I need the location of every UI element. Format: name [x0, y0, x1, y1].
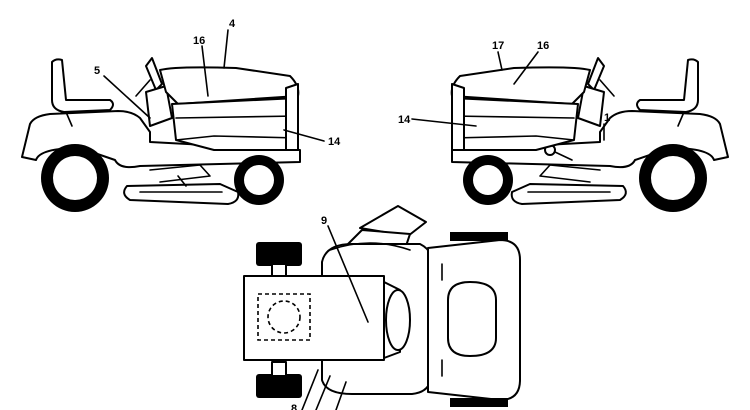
tractor-left-view [21, 29, 325, 212]
callout-4-left: 4 [229, 18, 236, 30]
callout-5-left: 5 [94, 65, 100, 77]
callout-16-right: 16 [537, 40, 549, 52]
callout-1-right: 1 [604, 112, 610, 124]
tractor-right-view [411, 51, 729, 212]
callout-14-right: 14 [398, 114, 411, 126]
callout-17-right: 17 [492, 40, 504, 52]
callout-9-top: 9 [321, 215, 327, 227]
callout-14-left: 14 [328, 136, 341, 148]
callout-16-left: 16 [193, 35, 205, 47]
callout-8-top: 8 [291, 403, 297, 410]
tractor-top-view [243, 205, 521, 410]
